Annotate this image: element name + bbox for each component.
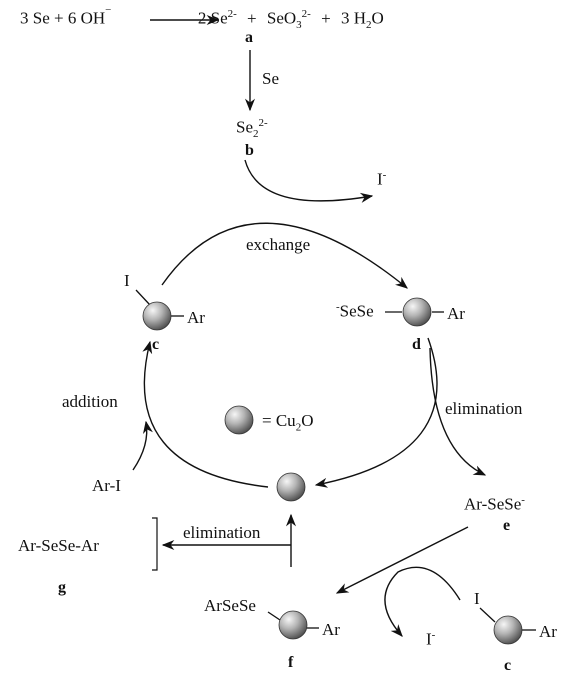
reagent-ar-i: Ar-I bbox=[92, 476, 121, 495]
d-sese: -SeSe bbox=[336, 302, 374, 320]
legend-subscript: 2 bbox=[295, 421, 302, 434]
species-b-subscript: 2 bbox=[253, 128, 259, 141]
selenide-charge: 2- bbox=[227, 8, 237, 20]
d-sese-text: SeSe bbox=[339, 301, 374, 321]
d-to-e-arrow bbox=[429, 347, 487, 476]
legend-equals: = Cu bbox=[262, 411, 296, 430]
e-to-f-arrow bbox=[335, 526, 469, 594]
equation-plus-2: + bbox=[321, 8, 331, 28]
cu2o-sphere-center bbox=[224, 405, 254, 435]
label-f: f bbox=[288, 654, 294, 671]
iodide-release-arrow bbox=[244, 159, 374, 203]
equation-product-water: 3 H bbox=[340, 8, 366, 28]
label-g: g bbox=[58, 579, 66, 596]
label-b: b bbox=[245, 142, 254, 159]
cu2o-sphere-catalyst bbox=[276, 472, 306, 502]
iodide-top: I- bbox=[377, 170, 386, 188]
label-a: a bbox=[245, 29, 253, 46]
label-d: d bbox=[412, 336, 421, 353]
iodide-top-charge: - bbox=[382, 169, 387, 181]
f-ar: Ar bbox=[322, 620, 340, 639]
f-sese-bond bbox=[267, 611, 281, 621]
legend-text: = Cu2O bbox=[262, 412, 313, 433]
iodide-bottom: I- bbox=[426, 630, 435, 648]
cu2o-sphere-c-bottom bbox=[493, 615, 523, 645]
cu2o-sphere-f bbox=[278, 610, 308, 640]
iodide-bottom-symbol: I bbox=[426, 629, 432, 649]
cycle-left-arc bbox=[142, 340, 269, 488]
hydroxide-charge: − bbox=[105, 4, 112, 16]
step-elimination-right: elimination bbox=[445, 399, 523, 418]
d-charge: - bbox=[336, 301, 340, 313]
equation-product-selenide: 2 Se bbox=[197, 8, 228, 28]
reagent-se: Se bbox=[262, 69, 279, 88]
cu2o-sphere-d bbox=[402, 297, 432, 327]
d-ar: Ar bbox=[447, 304, 465, 323]
step-addition: addition bbox=[62, 392, 118, 411]
equation-plus-1: + bbox=[247, 8, 257, 28]
species-b-charge: 2- bbox=[258, 117, 268, 129]
label-c-bottom: c bbox=[504, 657, 512, 674]
water-subscript: 2 bbox=[365, 19, 372, 32]
iodide-top-symbol: I bbox=[377, 169, 383, 189]
species-e: Ar-SeSe- bbox=[464, 495, 525, 513]
species-b: Se22- bbox=[236, 118, 268, 140]
step-exchange: exchange bbox=[246, 235, 311, 254]
cycle-right-arc bbox=[314, 337, 438, 488]
iodide-return-arrow bbox=[384, 566, 461, 637]
c-top-ar: Ar bbox=[187, 308, 205, 327]
c-bottom-ar: Ar bbox=[539, 622, 557, 641]
cu2o-sphere-c-top bbox=[142, 301, 172, 331]
legend-tail: O bbox=[301, 411, 314, 430]
c-bottom-i-bond bbox=[479, 607, 496, 623]
label-e: e bbox=[503, 517, 511, 534]
c-bottom-iodine: I bbox=[474, 589, 480, 608]
f-arsese: ArSeSe bbox=[204, 596, 256, 615]
species-b-base: Se bbox=[236, 117, 253, 137]
water-tail: O bbox=[371, 8, 384, 28]
g-bracket bbox=[152, 517, 158, 571]
label-c-top: c bbox=[152, 336, 160, 353]
c-top-iodine: I bbox=[124, 271, 130, 290]
iodide-bottom-charge: - bbox=[431, 629, 436, 641]
ar-i-feed-arrow bbox=[132, 420, 153, 471]
selenite-charge: 2- bbox=[301, 8, 311, 20]
exchange-arc bbox=[161, 222, 408, 289]
equation: 3 Se + 6 OH− 2 Se2- + SeO32- + 3 H2O bbox=[20, 4, 480, 34]
product-g: Ar-SeSe-Ar bbox=[18, 536, 99, 555]
equation-reactants: 3 Se + 6 OH bbox=[20, 8, 106, 28]
selenite-subscript: 3 bbox=[296, 19, 302, 32]
species-e-charge: - bbox=[521, 494, 525, 506]
species-e-text: Ar-SeSe bbox=[464, 494, 522, 514]
c-top-i-bond bbox=[135, 289, 151, 306]
equation-product-selenite: SeO bbox=[266, 8, 297, 28]
step-elimination-left: elimination bbox=[183, 523, 261, 542]
